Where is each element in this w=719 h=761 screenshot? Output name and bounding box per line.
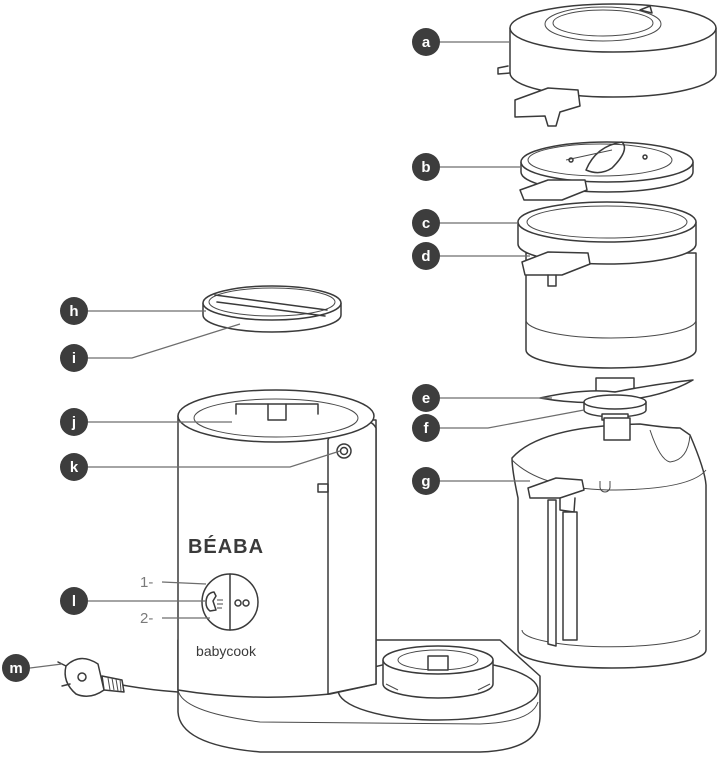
callout-h: h [60,297,88,325]
svg-text:j: j [71,414,76,431]
svg-text:m: m [9,660,22,677]
svg-text:d: d [421,248,430,265]
callout-i: i [60,344,88,372]
svg-text:l: l [72,593,76,610]
callout-c: c [412,209,440,237]
step-1-label: 1- [140,574,153,591]
svg-text:k: k [70,459,79,476]
callout-a: a [412,28,440,56]
step-2-label: 2- [140,610,153,627]
appliance-body: BÉABA babycook [178,390,376,697]
callout-k: k [60,453,88,481]
brand-logo: BÉABA [188,535,264,558]
callout-b: b [412,153,440,181]
callout-m: m [2,654,30,682]
basket-lid [520,142,693,200]
blender-bowl [512,418,706,668]
svg-text:e: e [422,390,430,407]
callout-l: l [60,587,88,615]
power-cord [58,658,178,696]
callout-d: d [412,242,440,270]
callout-j: j [60,408,88,436]
cap-ring [203,286,341,332]
svg-text:a: a [422,34,431,51]
svg-text:i: i [72,350,76,367]
callout-e: e [412,384,440,412]
steam-basket [518,202,696,368]
svg-text:h: h [69,303,78,320]
svg-text:g: g [421,473,430,490]
callout-f: f [412,414,440,442]
lid [498,4,716,126]
model-name: babycook [196,643,257,659]
callout-g: g [412,467,440,495]
svg-text:c: c [422,215,430,232]
svg-text:b: b [421,159,430,176]
